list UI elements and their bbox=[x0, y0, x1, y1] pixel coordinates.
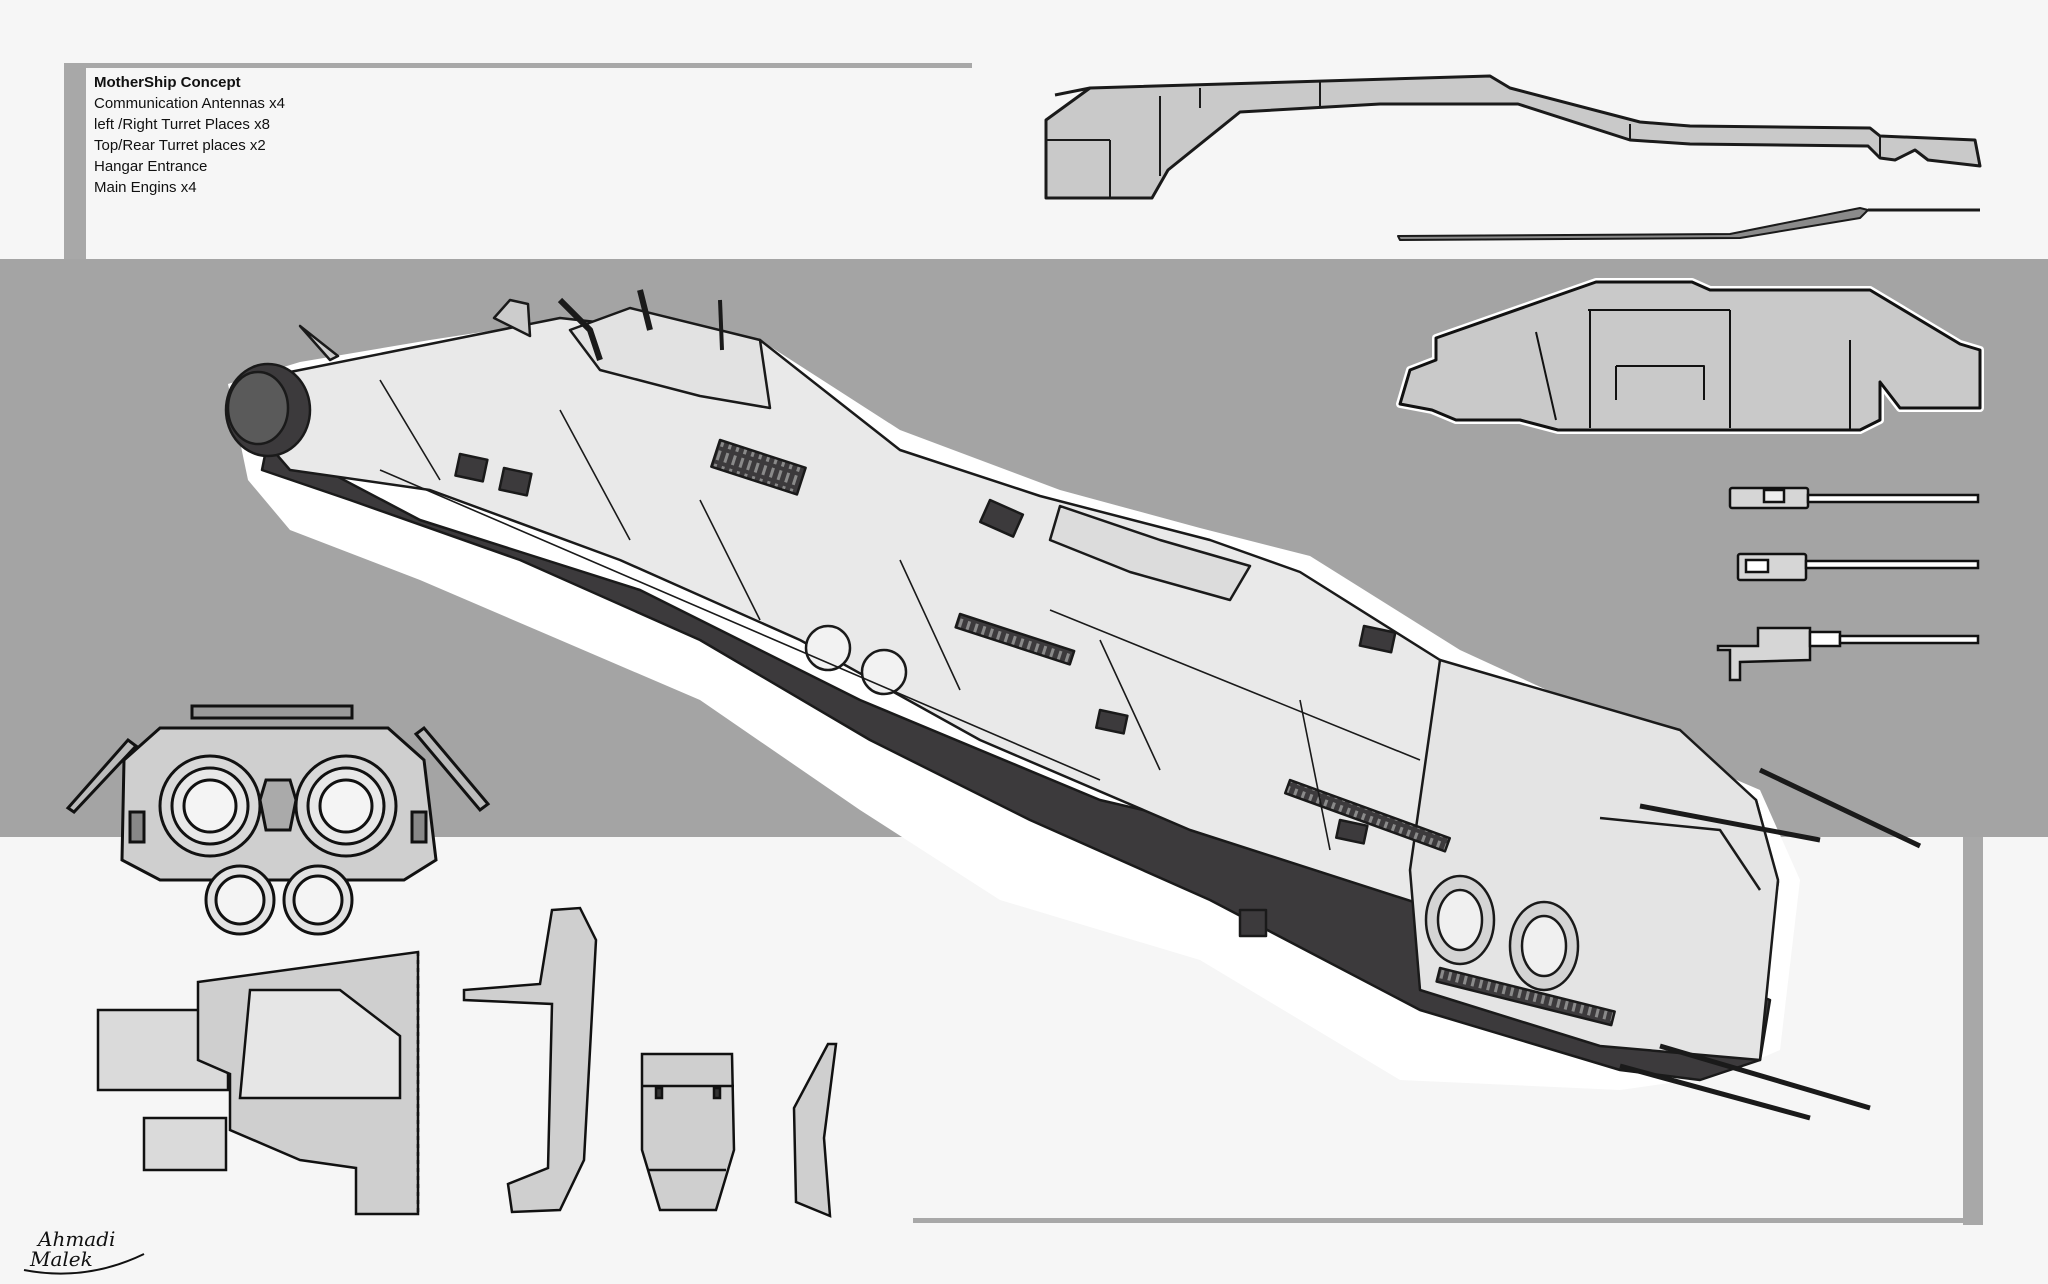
spec-item-antennas: Communication Antennas x4 bbox=[94, 95, 285, 112]
wing-part-view bbox=[462, 906, 598, 1214]
header-rule bbox=[84, 63, 972, 68]
signature-line-2: Malek bbox=[29, 1247, 93, 1271]
spec-list: Communication Antennas x4 left /Right Tu… bbox=[94, 93, 494, 198]
engine-side-view bbox=[96, 950, 420, 1216]
frame-bottom-rule bbox=[913, 1218, 1983, 1223]
rear-engine-view bbox=[65, 704, 491, 936]
spec-panel: MotherShip Concept Communication Antenna… bbox=[94, 72, 494, 198]
top-profile-view bbox=[1396, 278, 1984, 434]
hangar-part-view bbox=[640, 1052, 736, 1212]
artist-signature: Ahmadi Malek bbox=[23, 1227, 145, 1275]
spec-title: MotherShip Concept bbox=[94, 74, 241, 91]
mothership-illustration bbox=[224, 289, 1922, 1121]
spec-item-top-rear-turrets: Top/Rear Turret places x2 bbox=[94, 137, 266, 154]
spec-item-engines: Main Engins x4 bbox=[94, 179, 197, 196]
fin-part-view bbox=[792, 1042, 838, 1218]
spec-item-hangar: Hangar Entrance bbox=[94, 158, 208, 175]
spec-item-side-turrets: left /Right Turret Places x8 bbox=[94, 116, 270, 133]
frame-side-rule bbox=[1963, 837, 1983, 1225]
turret-view-3 bbox=[1716, 626, 1980, 682]
turret-view-2 bbox=[1736, 552, 1980, 582]
side-profile-view bbox=[1044, 74, 1982, 241]
turret-view-1 bbox=[1728, 486, 1980, 510]
header-side-rule bbox=[64, 63, 86, 259]
signature-line-1: Ahmadi bbox=[36, 1227, 115, 1251]
